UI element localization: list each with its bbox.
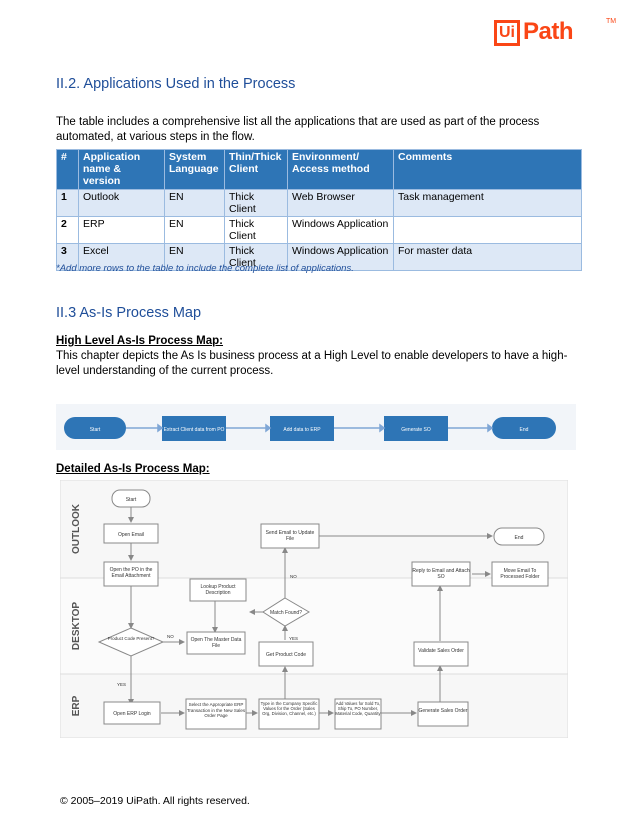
move-email-node: [491, 561, 549, 587]
node-label: Reply to Email and Attach SO: [412, 568, 470, 580]
detailed-title: Detailed As-Is Process Map:: [56, 463, 210, 475]
col-header: Environment/ Access method: [287, 149, 394, 190]
cell: [393, 216, 582, 244]
node-label: Open ERP Login: [113, 711, 151, 717]
node-label: Generate Sales Order: [418, 708, 468, 714]
step-label: Start: [90, 427, 101, 433]
node-label: Product Code Present?: [107, 636, 155, 641]
start-node: [111, 489, 151, 508]
table-row: 2 ERP EN Thick Client Windows Applicatio…: [56, 216, 582, 244]
table-note: *Add more rows to the table to include t…: [56, 263, 354, 274]
lane-label: OUTLOOK: [71, 503, 82, 554]
start-terminal: [64, 417, 126, 439]
open-email-node: [103, 523, 159, 544]
high-level-title: High Level As-Is Process Map:: [56, 335, 224, 347]
col-header: Comments: [393, 149, 582, 190]
type-values-node: [258, 698, 320, 730]
connectors: [128, 507, 493, 716]
logo-box: Ui: [494, 20, 520, 46]
node-label: Add Values for Sold To, Ship To, PO Numb…: [335, 701, 381, 717]
cell: Excel: [78, 243, 165, 271]
section-heading-process-map: II.3 As-Is Process Map: [56, 305, 202, 321]
end-node: [493, 527, 545, 546]
open-master-node: [186, 631, 246, 655]
col-header: System Language: [164, 149, 225, 190]
match-found-decision: [262, 597, 310, 627]
cell: For master data: [393, 243, 582, 271]
cell: EN: [164, 189, 225, 217]
end-terminal: [492, 417, 556, 439]
node-label: Type in the Company Specific Values for …: [260, 701, 318, 717]
node-label: Open Email: [118, 532, 144, 538]
branch-label: NO: [167, 634, 174, 639]
node-label: Validate Sales Order: [418, 648, 464, 654]
validate-node: [413, 641, 469, 667]
applications-table: # Application name & version System Lang…: [56, 149, 582, 271]
select-transaction-node: [185, 698, 247, 730]
flow-shapes: [64, 416, 556, 441]
section-heading-applications: II.2. Applications Used in the Process: [56, 76, 296, 92]
lane-label: ERP: [71, 695, 82, 716]
col-header: Thin/Thick Client: [224, 149, 288, 190]
cell: Outlook: [78, 189, 165, 217]
step-label: End: [520, 427, 529, 433]
send-email-node: [260, 523, 320, 549]
branch-label: YES: [117, 682, 126, 687]
open-erp-node: [103, 701, 161, 725]
extract-step: [162, 416, 226, 441]
cell: Task management: [393, 189, 582, 217]
branch-label: NO: [290, 574, 297, 579]
cell: ERP: [78, 216, 165, 244]
table-row: 1 Outlook EN Thick Client Web Browser Ta…: [56, 189, 582, 217]
reply-email-node: [411, 561, 471, 587]
branch-label: YES: [289, 636, 298, 641]
add-values-node: [334, 698, 382, 730]
cell: 1: [56, 189, 79, 217]
detailed-flowchart: OUTLOOK DESKTOP ERP Start Open Email Ope…: [60, 480, 568, 738]
open-po-node: [103, 561, 159, 587]
lookup-node: [189, 578, 247, 602]
get-code-node: [258, 641, 314, 667]
cell: Thick Client: [224, 216, 288, 244]
cell: 2: [56, 216, 79, 244]
high-level-text: This chapter depicts the As Is business …: [56, 350, 568, 377]
add-data-step: [270, 416, 334, 441]
cell: Windows Application: [287, 243, 394, 271]
node-label: Open The Master Data File: [190, 637, 242, 649]
generate-node: [417, 701, 469, 727]
flow-arrows: [126, 423, 494, 433]
table-header-row: # Application name & version System Lang…: [56, 149, 582, 190]
node-label: End: [515, 535, 524, 541]
cell: EN: [164, 243, 225, 271]
cell: Windows Application: [287, 216, 394, 244]
cell: Thick Client: [224, 189, 288, 217]
cell: Web Browser: [287, 189, 394, 217]
node-label: Move Email To Processed Folder: [500, 568, 540, 580]
cell: Thick Client: [224, 243, 288, 271]
section-intro: The table includes a comprehensive list …: [56, 116, 540, 143]
lane-desktop: [60, 577, 568, 675]
node-label: Select the Appropriate ERP Transaction i…: [186, 702, 246, 718]
node-label: Get Product Code: [266, 652, 306, 658]
high-level-flowchart: Start Extract Client data from PO Add da…: [56, 404, 576, 450]
node-label: Send Email to Update File: [265, 530, 315, 542]
step-label: Extract Client data from PO: [164, 427, 225, 433]
step-label: Add data to ERP: [283, 427, 321, 433]
node-label: Lookup Product Description: [200, 584, 236, 596]
footer-copyright: © 2005–2019 UiPath. All rights reserved.: [60, 795, 250, 807]
lane-label: DESKTOP: [71, 602, 82, 650]
logo-text: Path: [523, 18, 574, 45]
cell: EN: [164, 216, 225, 244]
node-label: Open the PO in the Email Attachment: [109, 567, 153, 579]
generate-step: [384, 416, 448, 441]
table-row: 3 Excel EN Thick Client Windows Applicat…: [56, 243, 582, 271]
logo-tm: TM: [606, 18, 617, 25]
node-label: Start: [126, 497, 137, 503]
product-present-decision: [97, 627, 165, 657]
node-label: Match Found?: [270, 610, 302, 616]
col-header: #: [56, 149, 79, 190]
col-header: Application name & version: [78, 149, 165, 190]
step-label: Generate SO: [401, 427, 431, 433]
